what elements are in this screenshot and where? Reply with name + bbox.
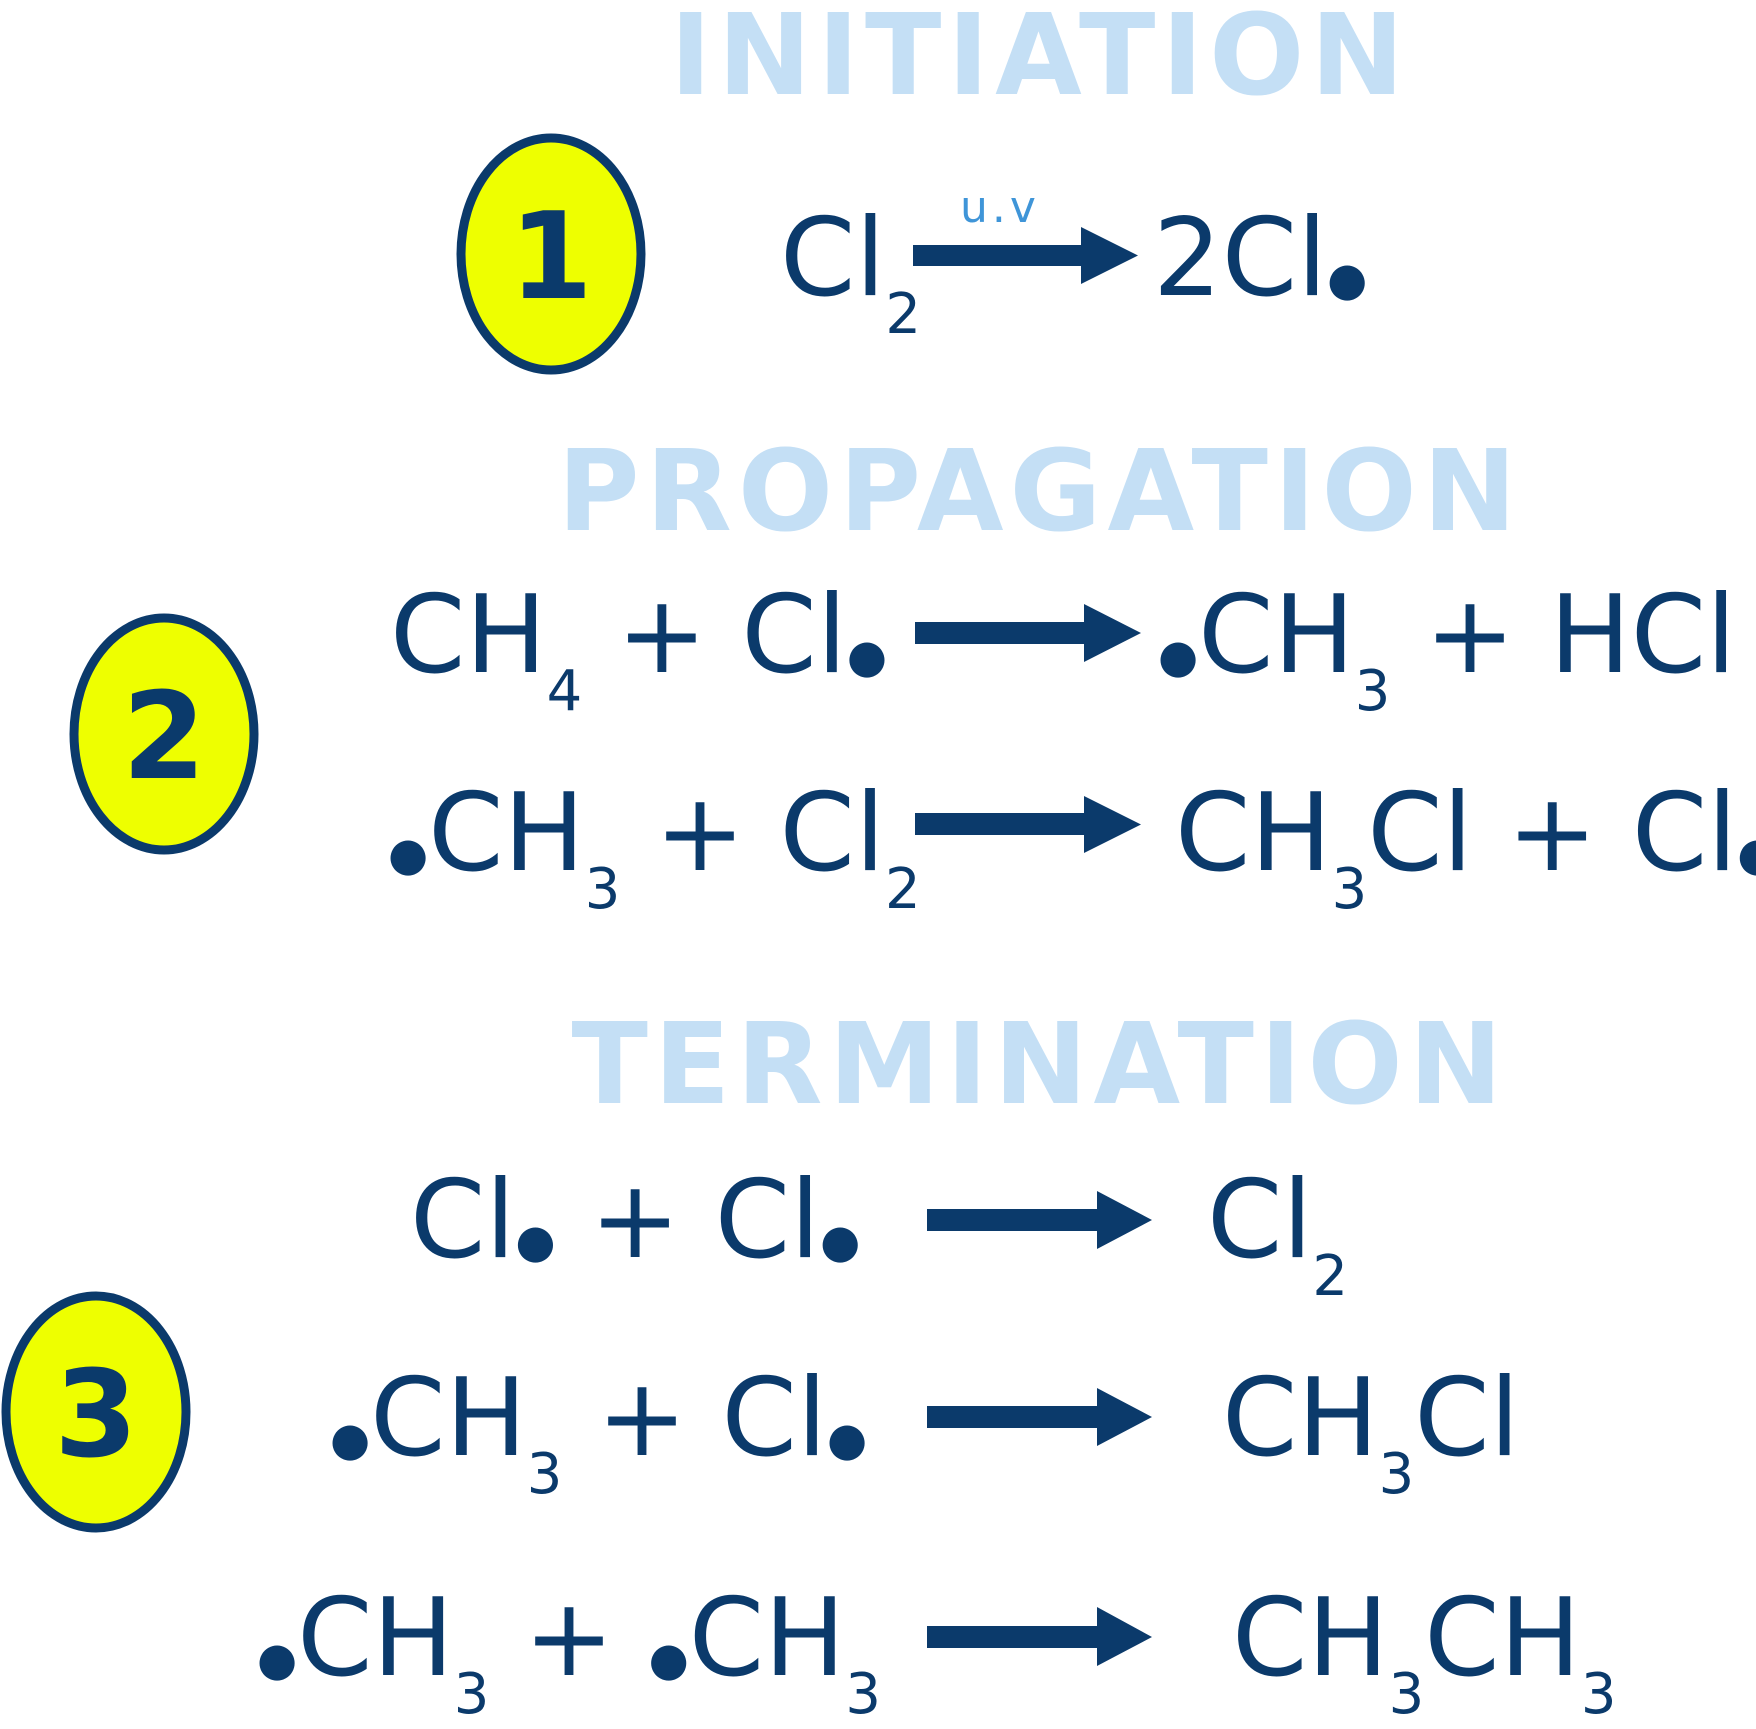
formula-text: + HCl (1390, 573, 1736, 698)
formula-text: CH (297, 1576, 454, 1701)
formula-text: CH (370, 1356, 527, 1481)
formula-subscript: 3 (1355, 659, 1391, 724)
reaction-5: ●CH3 + Cl● CH3Cl (330, 1356, 1520, 1507)
stage-badge-2-number: 2 (122, 668, 206, 807)
reaction-4: Cl● + Cl● Cl2 (410, 1158, 1348, 1309)
reaction-6-products: CH3CH3 (1232, 1576, 1617, 1727)
stage-badge-2: 2 (69, 613, 259, 855)
section-title-initiation: INITIATION (670, 0, 1410, 121)
reaction-1-reactants: Cl2 (780, 196, 921, 347)
reaction-2: CH4 + Cl● ●CH3 + HCl (390, 573, 1736, 724)
radical-dot: ● (649, 1632, 689, 1686)
radical-dot: ● (827, 1412, 867, 1466)
radical-dot: ● (515, 1214, 555, 1268)
formula-text: CH (390, 573, 547, 698)
section-title-termination: TERMINATION (571, 1000, 1508, 1130)
formula-subscript: 4 (547, 659, 583, 724)
radical-dot: ● (257, 1632, 297, 1686)
formula-subscript: 3 (454, 1662, 490, 1727)
reaction-3-reactants: ●CH3 + Cl2 (388, 771, 921, 922)
section-title-propagation: PROPAGATION (558, 427, 1523, 557)
stage-badge-2-ellipse (69, 613, 259, 855)
radical-dot: ● (847, 629, 887, 683)
formula-subscript: 3 (845, 1662, 881, 1727)
formula-text: 2Cl (1153, 196, 1327, 321)
stage-badge-3-number: 3 (54, 1346, 138, 1485)
radical-dot: ● (1737, 827, 1756, 881)
formula-text: Cl (780, 196, 885, 321)
formula-subscript: 3 (1332, 857, 1368, 922)
reaction-6: ●CH3 + ●CH3 CH3CH3 (257, 1576, 1617, 1727)
formula-text: CH (1232, 1576, 1389, 1701)
reaction-3: ●CH3 + Cl2 CH3Cl + Cl● (388, 771, 1756, 922)
stage-badge-1-ellipse (456, 133, 646, 375)
reaction-1-arrow (913, 227, 1138, 284)
reaction-2-arrow (915, 604, 1141, 662)
reaction-2-reactants: CH4 + Cl● (390, 573, 887, 724)
formula-text: CH (428, 771, 585, 896)
formula-text: Cl + Cl (1367, 771, 1737, 896)
formula-text: CH (1198, 573, 1355, 698)
formula-text: + Cl (556, 1158, 821, 1283)
formula-subscript: 2 (885, 857, 921, 922)
stage-badge-3-ellipse (1, 1291, 191, 1533)
formula-subscript: 2 (885, 282, 921, 347)
reaction-4-arrow (927, 1191, 1152, 1249)
formula-text: + (489, 1576, 648, 1701)
formula-subscript: 2 (1312, 1244, 1348, 1309)
formula-text: CH (1222, 1356, 1379, 1481)
formula-text: CH (1175, 771, 1332, 896)
reaction-1-condition-uv: u.v (960, 182, 1040, 233)
reaction-6-arrow (927, 1607, 1152, 1666)
radical-dot: ● (1158, 629, 1198, 683)
reaction-5-reactants: ●CH3 + Cl● (330, 1356, 867, 1507)
formula-subscript: 3 (527, 1442, 563, 1507)
radical-dot: ● (1327, 252, 1367, 306)
formula-text: CH (689, 1576, 846, 1701)
reaction-3-products: CH3Cl + Cl● (1175, 771, 1756, 922)
stage-badge-3: 3 (1, 1291, 191, 1533)
reaction-5-arrow (927, 1388, 1152, 1446)
formula-text: Cl (410, 1158, 515, 1283)
formula-subscript: 3 (1389, 1662, 1425, 1727)
formula-text: Cl (1207, 1158, 1312, 1283)
formula-subscript: 3 (1581, 1662, 1617, 1727)
reaction-4-reactants: Cl● + Cl● (410, 1158, 860, 1283)
formula-subscript: 3 (585, 857, 621, 922)
reaction-1: Cl2 u.v 2Cl● (780, 182, 1367, 347)
formula-text: + Cl (620, 771, 885, 896)
formula-text: Cl (1414, 1356, 1519, 1481)
formula-subscript: 3 (1379, 1442, 1415, 1507)
formula-text: + Cl (582, 573, 847, 698)
reaction-3-arrow (915, 796, 1141, 853)
reaction-6-reactants: ●CH3 + ●CH3 (257, 1576, 881, 1727)
radical-dot: ● (820, 1214, 860, 1268)
formula-text: + Cl (562, 1356, 827, 1481)
stage-badge-1-number: 1 (509, 188, 593, 327)
reaction-2-products: ●CH3 + HCl (1158, 573, 1736, 724)
reaction-1-products: 2Cl● (1153, 196, 1367, 321)
formula-text: CH (1424, 1576, 1581, 1701)
reaction-5-products: CH3Cl (1222, 1356, 1520, 1507)
radical-dot: ● (330, 1412, 370, 1466)
reaction-4-products: Cl2 (1207, 1158, 1348, 1309)
radical-dot: ● (388, 827, 428, 881)
stage-badge-1: 1 (456, 133, 646, 375)
